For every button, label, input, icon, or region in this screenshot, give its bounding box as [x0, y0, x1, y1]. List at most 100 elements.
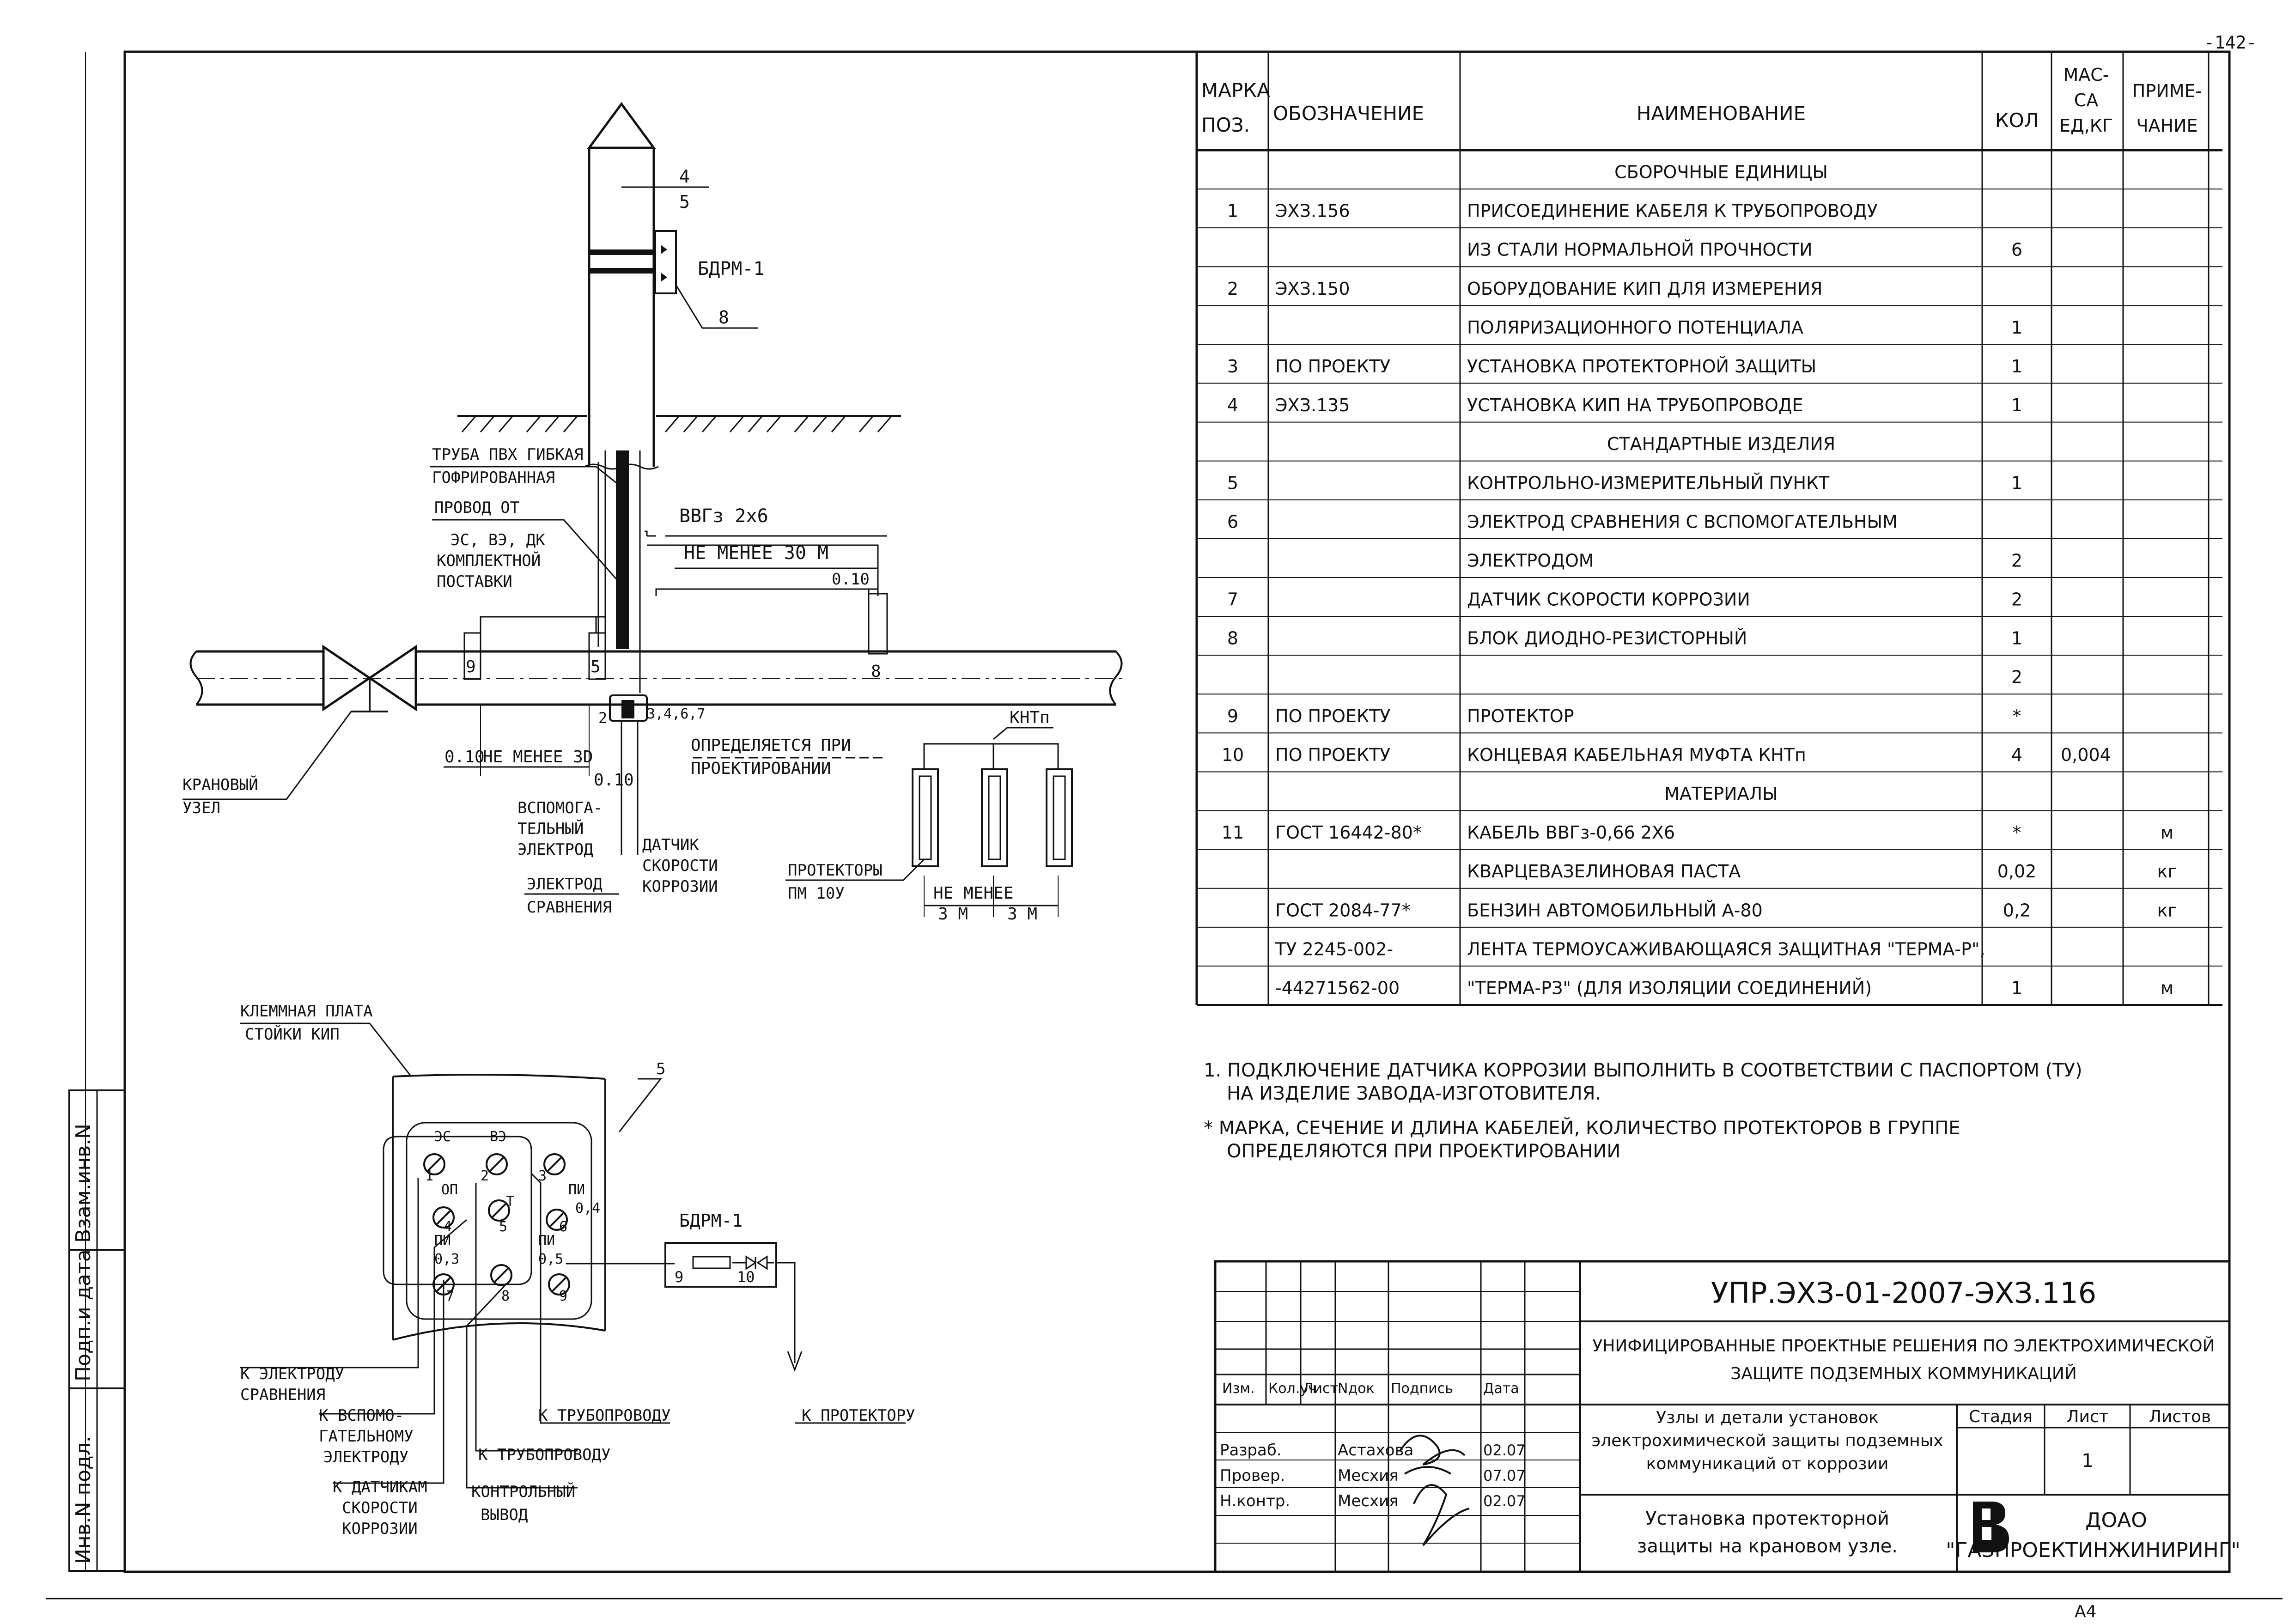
spec-cell-name: ИЗ СТАЛИ НОРМАЛЬНОЙ ПРОЧНОСТИ: [1467, 240, 1813, 260]
num-3467: 3,4,6,7: [647, 706, 705, 722]
spec-cell-note: кг: [2157, 861, 2177, 882]
spec-cell-name: КОНЦЕВАЯ КАБЕЛЬНАЯ МУФТА КНТп: [1467, 745, 1806, 765]
terminal-plate-diagram: КЛЕММНАЯ ПЛАТА СТОЙКИ КИП 5 ЭС ВЭ ОП Т П…: [240, 1002, 915, 1538]
header-mass-1: МАС-: [2063, 65, 2109, 85]
term-op: ОП: [441, 1182, 458, 1198]
spec-cell-qty: 1: [2011, 978, 2022, 998]
spec-cell-pos: 1: [1227, 201, 1238, 221]
col-data: Дата: [1483, 1381, 1519, 1397]
bdrm-label: БДРМ-1: [698, 258, 765, 280]
term-ve: ВЭ: [490, 1129, 506, 1145]
spec-cell-qty: 0,2: [2003, 900, 2031, 920]
to-protector: К ПРОТЕКТОРУ: [802, 1406, 915, 1425]
wire-label-3: КОМПЛЕКТНОЙ: [437, 551, 541, 570]
format-label: A4: [2075, 1602, 2097, 1621]
spec-cell-qty: 1: [2011, 317, 2022, 338]
note-2: * МАРКА, СЕЧЕНИЕ И ДЛИНА КАБЕЛЕЙ, КОЛИЧЕ…: [1204, 1117, 1960, 1139]
spec-cell-designation: -44271562-00: [1275, 978, 1400, 998]
bdrm-block: [664, 1242, 777, 1288]
to-ref-1: К ЭЛЕКТРОДУ: [240, 1365, 344, 1383]
side-stamp: Инв.N подл. Подп.и дата Взам.инв.N: [68, 1089, 126, 1572]
doc-code: УПР.ЭХЗ-01-2007-ЭХЗ.116: [1711, 1276, 2096, 1310]
col-ndok: Nдок: [1338, 1381, 1375, 1397]
spec-cell-pos: 6: [1227, 511, 1238, 532]
sensor-label-2: СКОРОСТИ: [642, 857, 718, 875]
col-kolyc: Кол.уч: [1268, 1381, 1316, 1397]
term-es: ЭС: [434, 1129, 451, 1145]
terminal-screw-slot: [427, 1157, 442, 1172]
terminal-screw: [543, 1153, 566, 1175]
terminal-screw: [486, 1153, 508, 1175]
sheet-label: Лист: [2066, 1407, 2108, 1426]
spec-cell-pos: 2: [1227, 279, 1238, 299]
term-n6: 6: [559, 1219, 567, 1235]
term-04: 0,4: [575, 1200, 600, 1216]
spec-cell-name: ДАТЧИК СКОРОСТИ КОРРОЗИИ: [1467, 590, 1750, 610]
spec-cell-name: ЛЕНТА ТЕРМОУСАЖИВАЮЩАЯСЯ ЗАЩИТНАЯ "ТЕРМА…: [1467, 939, 1985, 959]
control-2: ВЫВОД: [481, 1506, 528, 1524]
determined-1: ОПРЕДЕЛЯЕТСЯ ПРИ: [691, 736, 851, 755]
spec-cell-name: ПОЛЯРИЗАЦИОННОГО ПОТЕНЦИАЛА: [1467, 317, 1803, 338]
spec-cell-name: ОБОРУДОВАНИЕ КИП ДЛЯ ИЗМЕРЕНИЯ: [1467, 279, 1822, 299]
term-n7: 7: [446, 1288, 454, 1304]
spec-cell-designation: ЭХЗ.135: [1275, 395, 1350, 415]
dim-010-left: 0.10: [444, 748, 485, 766]
drawing-title-1: Установка протекторной: [1645, 1508, 1889, 1529]
spec-cell-note: м: [2161, 978, 2174, 998]
spec-section-title: МАТЕРИАЛЫ: [1664, 784, 1778, 804]
bdrm-term-label: БДРМ-1: [679, 1210, 743, 1231]
term-n4: 4: [444, 1219, 452, 1235]
terminal-screw-slot: [549, 1212, 564, 1227]
page-number: -142-: [2204, 32, 2257, 53]
pipe-num-5: 5: [590, 657, 601, 676]
spec-cell-qty: 6: [2011, 240, 2022, 260]
pipe-num-8: 8: [871, 662, 881, 681]
bdrm-leader: [676, 286, 758, 329]
to-pipe-a: К ТРУБОПРОВОДУ: [538, 1406, 671, 1425]
header-pos: ПОЗ.: [1201, 114, 1250, 136]
spec-cell-designation: ЭХЗ.156: [1275, 201, 1350, 221]
spec-cell-name: КОНТРОЛЬНО-ИЗМЕРИТЕЛЬНЫЙ ПУНКТ: [1467, 473, 1830, 493]
term-n1: 1: [425, 1168, 433, 1184]
drawing-title-2: защиты на крановом узле.: [1637, 1536, 1898, 1557]
to-aux-3: ЭЛЕКТРОДУ: [323, 1448, 408, 1466]
terminal-screw-slot: [547, 1157, 562, 1172]
note-1: 1. ПОДКЛЮЧЕНИЕ ДАТЧИКА КОРРОЗИИ ВЫПОЛНИТ…: [1204, 1060, 2082, 1081]
spec-cell-qty: 2: [2011, 590, 2022, 610]
spec-cell-designation: ГОСТ 16442-80*: [1275, 822, 1422, 843]
valve-label-1: КРАНОВЫЙ: [183, 775, 258, 794]
name-razrab: Астахова: [1338, 1441, 1413, 1460]
wire-label-2: ЭС, ВЭ, ДК: [450, 531, 545, 549]
spec-cell-name: БЛОК ДИОДНО-РЕЗИСТОРНЫЙ: [1467, 628, 1747, 649]
ground-line: [457, 415, 901, 432]
cable-label: ВВГз 2х6: [679, 505, 768, 527]
specification-table: МАРКА ПОЗ. ОБОЗНАЧЕНИЕ НАИМЕНОВАНИЕ КОЛ …: [1195, 52, 2222, 1006]
kip-post: [584, 102, 677, 470]
section-3: коммуникаций от коррозии: [1646, 1454, 1889, 1473]
plate-label-1: КЛЕММНАЯ ПЛАТА: [240, 1002, 373, 1021]
plate-label-2: СТОЙКИ КИП: [245, 1025, 340, 1044]
header-designation: ОБОЗНАЧЕНИЕ: [1273, 102, 1424, 125]
stage-label: Стадия: [1969, 1407, 2033, 1426]
wire-label-1: ПРОВОД ОТ: [434, 499, 519, 517]
notes: 1. ПОДКЛЮЧЕНИЕ ДАТЧИКА КОРРОЗИИ ВЫПОЛНИТ…: [1204, 1060, 2082, 1162]
spec-cell-designation: ПО ПРОЕКТУ: [1275, 745, 1390, 765]
pvc-label-2: ГОФРИРОВАННАЯ: [432, 468, 555, 487]
date-nkontr: 02.07: [1483, 1492, 1526, 1510]
pipe-num-9: 9: [466, 657, 476, 676]
spec-cell-qty: 1: [2011, 395, 2022, 415]
electrode-block: [609, 694, 648, 722]
term-pi-1: ПИ: [568, 1182, 585, 1198]
note-2-cont: ОПРЕДЕЛЯЮТСЯ ПРИ ПРОЕКТИРОВАНИИ: [1227, 1141, 1620, 1162]
spec-cell-pos: 9: [1227, 706, 1238, 726]
installation-drawing: 4 5 БДРМ-1 8: [183, 102, 1123, 924]
aux-label-3: ЭЛЕКТРОД: [517, 840, 593, 859]
term-05: 0,5: [538, 1251, 563, 1267]
spec-cell-designation: ПО ПРОЕКТУ: [1275, 356, 1390, 377]
kip-callout-den: 5: [679, 192, 690, 212]
spec-cell-qty: 2: [2011, 667, 2022, 687]
sensor-label-1: ДАТЧИК: [642, 836, 699, 854]
to-ref-2: СРАВНЕНИЯ: [240, 1386, 325, 1404]
terminal-screw-slot: [494, 1268, 509, 1283]
name-nkontr: Месхия: [1338, 1492, 1399, 1510]
